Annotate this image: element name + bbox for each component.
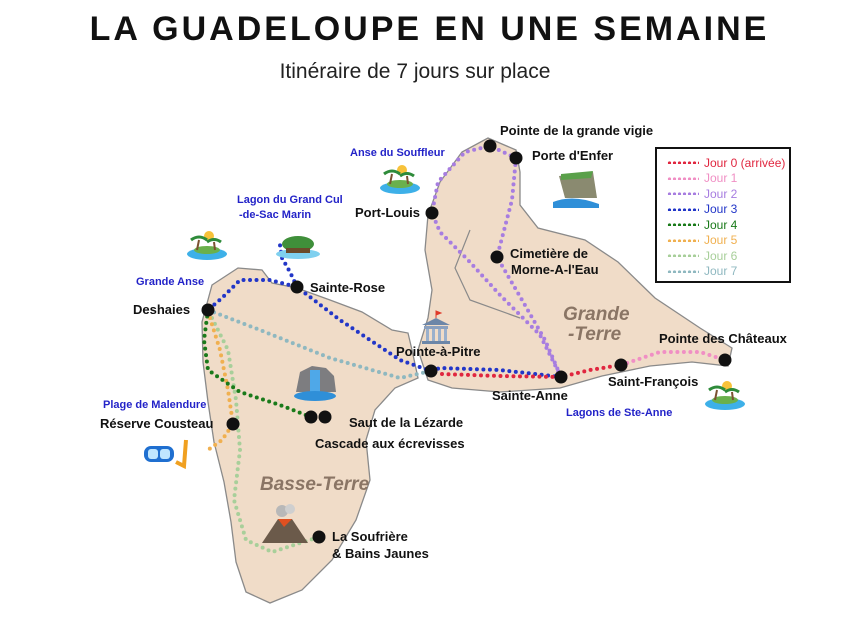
basse-terre-island	[201, 267, 419, 604]
route-jour-3	[206, 278, 563, 379]
waterfall-icon	[294, 366, 336, 401]
marker-sainte-anne[interactable]	[554, 370, 568, 384]
marker-deshaies[interactable]	[201, 303, 215, 317]
label-saut-lezarde: Saut de la Lézarde	[349, 415, 463, 430]
route-jour-5	[203, 316, 235, 454]
legend-label: Jour 1	[704, 171, 738, 186]
legend-item: Jour 7	[667, 264, 789, 280]
island-beach-icon-souffleur	[380, 165, 420, 194]
route-jour-0	[440, 363, 623, 379]
marker-pointe-vigie[interactable]	[483, 139, 497, 153]
label-reserve-cousteau: Réserve Cousteau	[100, 416, 213, 431]
label-pointe-vigie: Pointe de la grande vigie	[500, 123, 653, 138]
marker-cimetiere[interactable]	[490, 250, 504, 264]
legend-item: Jour 0 (arrivée)	[667, 155, 789, 171]
legend-swatch	[667, 176, 699, 180]
marker-porte-enfer[interactable]	[509, 151, 523, 165]
label-deshaies: Deshaies	[133, 302, 190, 317]
label-pointe-a-pitre: Pointe-à-Pitre	[396, 344, 481, 359]
region-grande-terre-line2: -Terre	[568, 324, 622, 345]
legend-label: Jour 3	[704, 202, 738, 217]
label-sainte-rose: Sainte-Rose	[310, 280, 385, 295]
route-jour-1	[619, 350, 727, 367]
legend-label: Jour 5	[704, 233, 738, 248]
marker-port-louis[interactable]	[425, 206, 439, 220]
region-grande-terre-line1: Grande	[563, 304, 630, 325]
legend-swatch	[667, 254, 699, 258]
spot-grande-anse: Grande Anse	[136, 276, 204, 288]
legend-swatch	[667, 238, 699, 242]
legend-item: Jour 5	[667, 233, 789, 249]
marker-saut-lezarde[interactable]	[304, 410, 318, 424]
legend-swatch	[667, 223, 699, 227]
marker-reserve-cousteau[interactable]	[226, 417, 240, 431]
marker-pointe-chateaux[interactable]	[718, 353, 732, 367]
label-port-louis: Port-Louis	[355, 205, 420, 220]
legend-swatch	[667, 269, 699, 273]
spot-malendure: Plage de Malendure	[103, 399, 206, 411]
label-saint-francois: Saint-François	[608, 374, 698, 389]
stop-markers	[201, 139, 732, 544]
legend-swatch	[667, 207, 699, 211]
marker-saint-francois[interactable]	[614, 358, 628, 372]
marker-sainte-rose[interactable]	[290, 280, 304, 294]
spot-lagons-ste-anne: Lagons de Ste-Anne	[566, 407, 672, 419]
label-sainte-anne: Sainte-Anne	[492, 388, 568, 403]
page-title: LA GUADELOUPE EN UNE SEMAINE	[89, 10, 770, 48]
spot-lagon-line2: -de-Sac Marin	[239, 209, 311, 221]
label-cimetiere-line1: Cimetière de	[510, 246, 588, 261]
island-beach-icon-ste-anne	[705, 381, 745, 410]
marker-pointe-a-pitre[interactable]	[424, 364, 438, 378]
route-jour-6	[210, 316, 321, 554]
cliff-porte-enfer-icon	[553, 171, 599, 208]
legend-item: Jour 2	[667, 186, 789, 202]
marker-cascade[interactable]	[318, 410, 332, 424]
mangrove-island-icon	[276, 236, 320, 259]
legend-label: Jour 7	[704, 264, 738, 279]
legend-label: Jour 0 (arrivée)	[704, 155, 786, 170]
legend-item: Jour 3	[667, 202, 789, 218]
route-jour-4	[202, 308, 313, 419]
region-basse-terre: Basse-Terre	[260, 474, 370, 495]
label-cascade: Cascade aux écrevisses	[315, 436, 465, 451]
marker-soufriere[interactable]	[312, 530, 326, 544]
volcano-icon	[262, 504, 308, 543]
spot-anse-souffleur: Anse du Souffleur	[350, 147, 445, 159]
label-cimetiere-line2: Morne-A-l'Eau	[511, 262, 599, 277]
legend-label: Jour 2	[704, 186, 738, 201]
legend-item: Jour 1	[667, 171, 789, 187]
label-porte-enfer: Porte d'Enfer	[532, 148, 613, 163]
coast-channel	[454, 229, 521, 319]
legend-item: Jour 6	[667, 248, 789, 264]
legend-label: Jour 4	[704, 217, 738, 232]
legend-swatch	[667, 192, 699, 196]
label-soufriere-line1: La Soufrière	[332, 529, 408, 544]
legend-label: Jour 6	[704, 248, 738, 263]
island-beach-icon-grande-anse	[187, 231, 227, 260]
label-soufriere-line2: & Bains Jaunes	[332, 546, 429, 561]
legend-item: Jour 4	[667, 217, 789, 233]
spot-lagon-line1: Lagon du Grand Cul	[237, 194, 343, 206]
label-pointe-chateaux: Pointe des Châteaux	[659, 331, 788, 346]
snorkel-mask-icon	[144, 439, 188, 470]
museum-icon	[422, 310, 450, 344]
page-subtitle: Itinéraire de 7 jours sur place	[279, 60, 551, 83]
route-jour-7	[206, 308, 433, 380]
legend-swatch	[667, 161, 699, 165]
